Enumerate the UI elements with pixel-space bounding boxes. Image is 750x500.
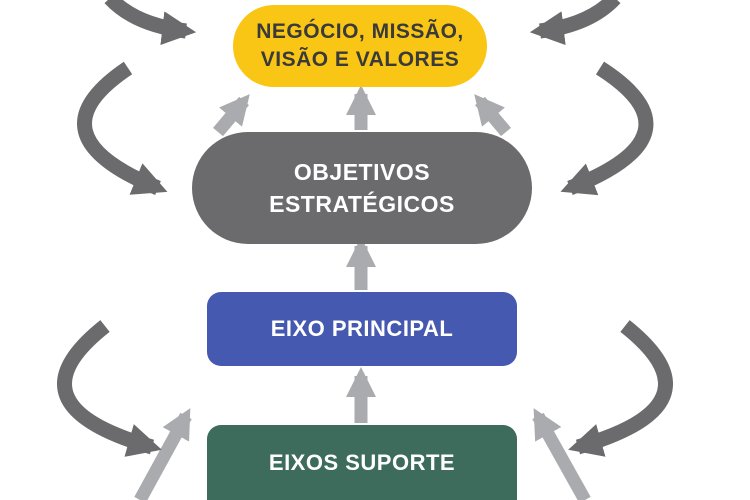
node-mission-line1: NEGÓCIO, MISSÃO, bbox=[256, 20, 464, 43]
node-main-axis-label: EIXO PRINCIPAL bbox=[270, 316, 454, 341]
node-mission-vision-values: NEGÓCIO, MISSÃO, VISÃO E VALORES bbox=[233, 5, 487, 87]
node-objectives-line1: OBJETIVOS bbox=[293, 159, 431, 185]
flow-arrows bbox=[134, 85, 591, 500]
flow-arrow-objectives-to-mission-right bbox=[474, 94, 511, 137]
cycle-arrow-low-left bbox=[57, 320, 162, 457]
node-objectives-line2: ESTRATÉGICOS bbox=[269, 191, 455, 217]
cycle-arrow-low-right bbox=[568, 320, 673, 457]
flow-arrow-bottom-right bbox=[532, 408, 591, 500]
cycle-arrow-top-right bbox=[529, 0, 621, 46]
flow-arrow-bottom-left bbox=[134, 408, 192, 500]
flow-arrow-objectives-to-mission-left bbox=[213, 94, 250, 137]
node-main-axis: EIXO PRINCIPAL bbox=[207, 292, 517, 366]
node-mission-line2: VISÃO E VALORES bbox=[260, 48, 460, 71]
node-support-axes: EIXOS SUPORTE bbox=[207, 425, 517, 500]
cycle-arrow-mid-left bbox=[77, 61, 168, 195]
cycle-arrows bbox=[57, 0, 673, 457]
cycle-arrow-top-left bbox=[104, 0, 197, 46]
cycle-arrow-mid-right bbox=[560, 61, 654, 196]
node-strategic-objectives: OBJETIVOS ESTRATÉGICOS bbox=[192, 132, 532, 244]
node-support-axes-label: EIXOS SUPORTE bbox=[268, 449, 456, 475]
